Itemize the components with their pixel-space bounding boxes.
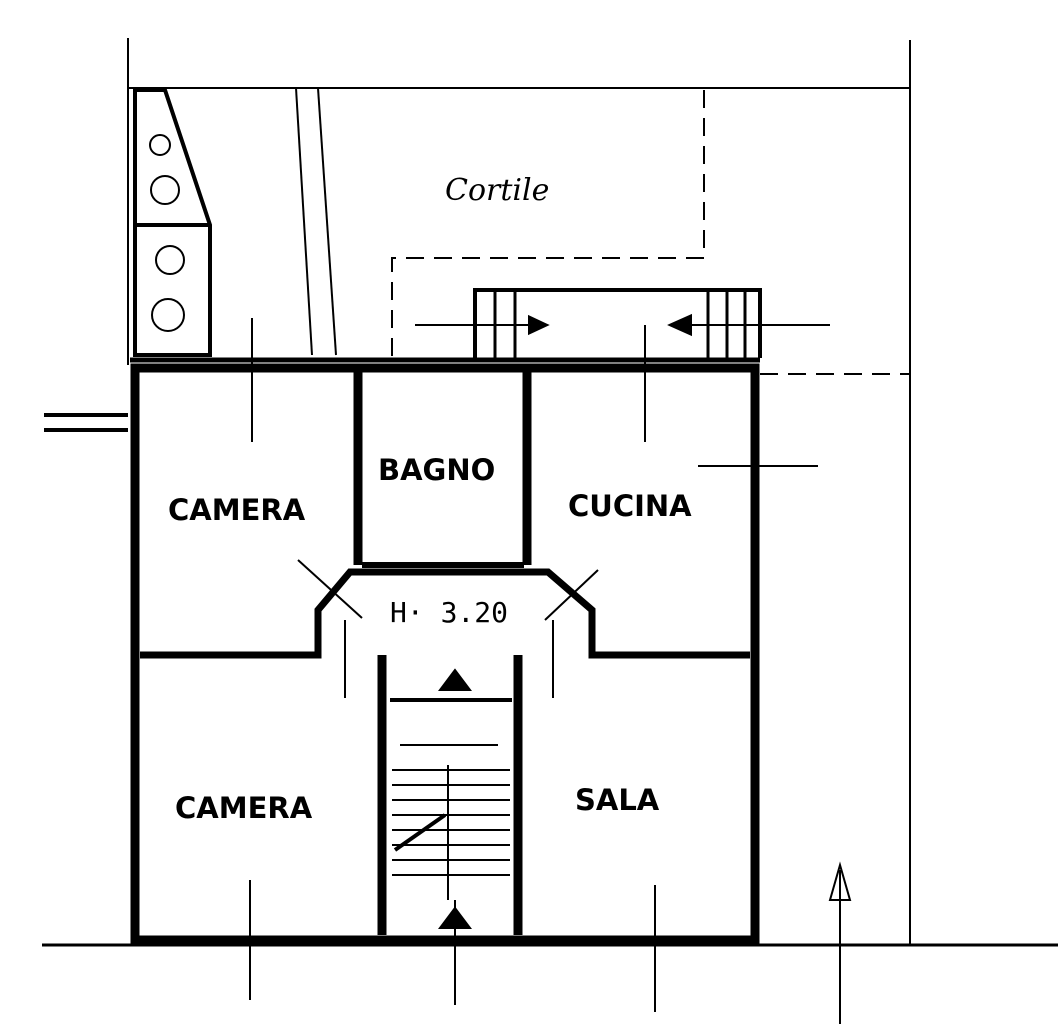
height-label: H· 3.20 bbox=[390, 596, 508, 629]
walls bbox=[130, 357, 760, 945]
room-label-cucina: CUCINA bbox=[568, 489, 692, 523]
planter bbox=[133, 88, 212, 357]
stairs bbox=[390, 668, 512, 929]
room-label-camera-2: CAMERA bbox=[175, 791, 313, 825]
balcony bbox=[415, 288, 830, 358]
room-label-sala: SALA bbox=[575, 783, 660, 817]
room-label-camera-1: CAMERA bbox=[168, 493, 306, 527]
site-lines bbox=[42, 38, 1058, 947]
room-label-bagno: BAGNO bbox=[378, 453, 495, 487]
courtyard-label: Cortile bbox=[445, 173, 549, 208]
axis-lines bbox=[249, 318, 852, 1024]
